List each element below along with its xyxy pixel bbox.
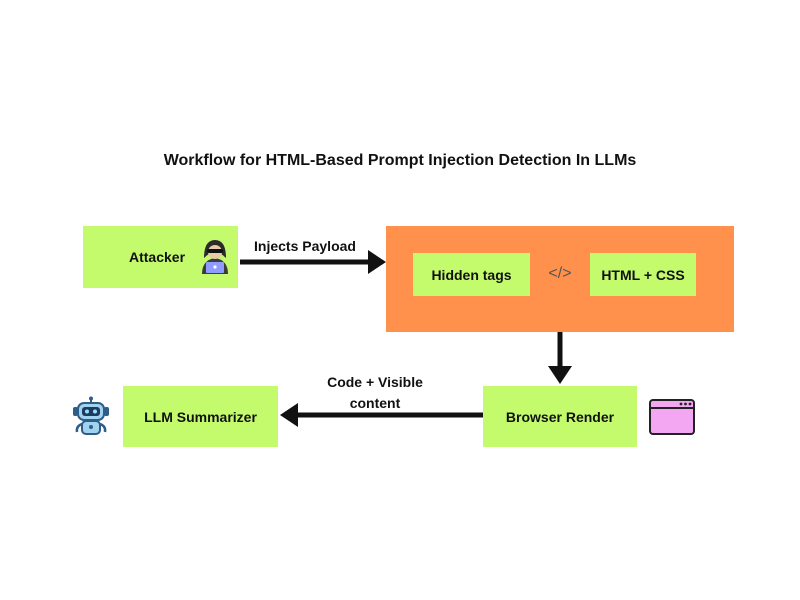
browser-render-node: Browser Render — [483, 386, 637, 447]
robot-icon — [70, 396, 112, 436]
code-visible-label-line2: content — [349, 395, 401, 411]
arrow-code-visible — [280, 403, 483, 427]
injects-payload-label: Injects Payload — [254, 238, 356, 254]
llm-summarizer-label: LLM Summarizer — [144, 408, 257, 425]
attacker-label: Attacker — [129, 249, 186, 265]
browser-window-icon — [649, 399, 695, 435]
arrow-injects — [240, 250, 386, 274]
llm-summarizer-node: LLM Summarizer — [123, 386, 278, 447]
html-css-node: HTML + CSS — [590, 253, 696, 296]
hidden-tags-label: Hidden tags — [431, 266, 512, 283]
code-icon: </> — [548, 265, 572, 282]
arrow-to-browser-render — [548, 332, 572, 384]
browser-render-label: Browser Render — [505, 408, 615, 425]
hacker-icon — [198, 238, 232, 274]
html-css-label: HTML + CSS — [601, 266, 685, 283]
hidden-tags-node: Hidden tags — [413, 253, 530, 296]
code-visible-label-line1: Code + Visible — [327, 374, 423, 390]
diagram-title: Workflow for HTML-Based Prompt Injection… — [163, 152, 637, 169]
